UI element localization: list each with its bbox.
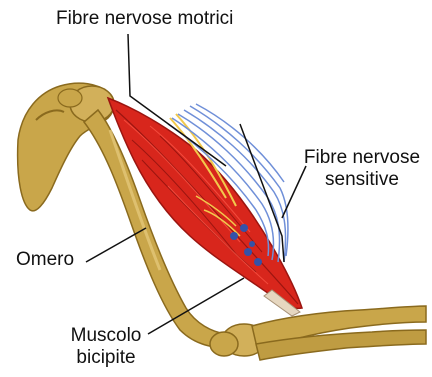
- nerve-ending: [254, 258, 262, 266]
- label-sensory-line2: sensitive: [292, 169, 432, 191]
- label-biceps-line2: bicipite: [56, 347, 156, 369]
- label-sensory-line1: Fibre nervose: [292, 147, 432, 169]
- label-humerus: Omero: [16, 249, 74, 271]
- label-motor-nerve-fibres: Fibre nervose motrici: [56, 8, 233, 30]
- label-sensory-nerve-fibres: Fibre nervose sensitive: [292, 147, 432, 191]
- leader-line-humerus: [86, 228, 146, 262]
- label-biceps-line1: Muscolo: [56, 325, 156, 347]
- nerve-ending: [230, 232, 238, 240]
- nerve-ending: [249, 241, 255, 247]
- label-biceps-muscle: Muscolo bicipite: [56, 325, 156, 369]
- nerve-ending: [244, 248, 252, 256]
- forearm-bones: [210, 306, 426, 360]
- nerve-ending: [240, 224, 248, 232]
